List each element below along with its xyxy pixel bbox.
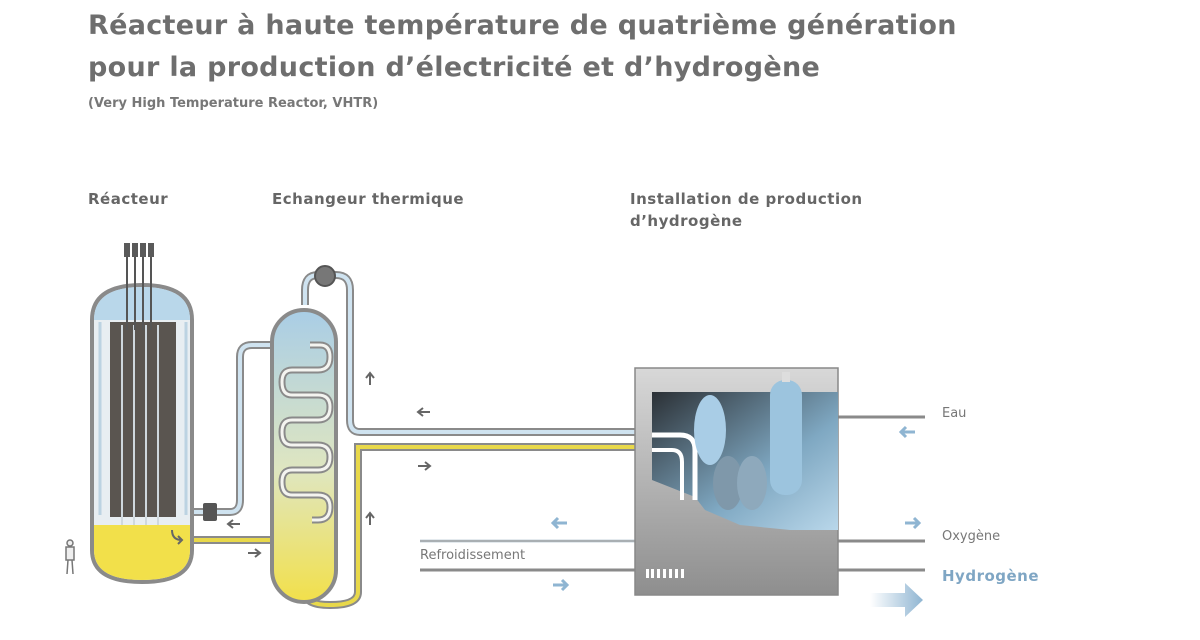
- arrow-left-icon: [550, 516, 567, 530]
- subtitle: (Very High Temperature Reactor, VHTR): [88, 96, 379, 111]
- person-icon: [65, 539, 75, 575]
- cooling-label: Refroidissement: [420, 548, 526, 563]
- arrow-right-icon: [905, 516, 922, 530]
- water-label: Eau: [942, 406, 967, 421]
- title-line-2: pour la production d’électricité et d’hy…: [88, 52, 821, 83]
- reactor-vessel: [90, 243, 217, 585]
- title-line-1: Réacteur à haute température de quatrièm…: [88, 10, 957, 41]
- cold-pipe: [192, 271, 635, 516]
- pump-icon: [314, 265, 336, 287]
- arrow-right-icon: [553, 578, 570, 592]
- plant-label-2: d’hydrogène: [630, 212, 743, 230]
- flow-arrows: [171, 371, 432, 558]
- flow-lines: [420, 415, 925, 572]
- exchanger-label: Echangeur thermique: [272, 190, 465, 208]
- reactor-label: Réacteur: [88, 190, 169, 208]
- side-arrows: [550, 425, 922, 592]
- hydrogen-plant: [634, 367, 839, 596]
- arrow-left-icon: [226, 519, 240, 529]
- vent-grille: [646, 569, 684, 578]
- arrow-up-icon: [365, 371, 375, 385]
- arrow-right-icon: [248, 548, 262, 558]
- plant-label-1: Installation de production: [630, 190, 863, 208]
- valve-icon: [203, 503, 217, 521]
- control-rods: [126, 248, 152, 330]
- arrow-right-icon: [418, 461, 432, 471]
- hydrogen-label: Hydrogène: [942, 567, 1040, 585]
- arrow-curve-icon: [171, 529, 184, 545]
- arrow-left-icon: [898, 425, 915, 439]
- oxygen-label: Oxygène: [942, 529, 1001, 544]
- hot-pipe: [190, 443, 635, 610]
- arrow-up-icon: [365, 511, 375, 525]
- heat-exchanger: [270, 265, 338, 604]
- hydrogen-arrow-icon: [870, 583, 923, 617]
- arrow-left-icon: [416, 407, 430, 417]
